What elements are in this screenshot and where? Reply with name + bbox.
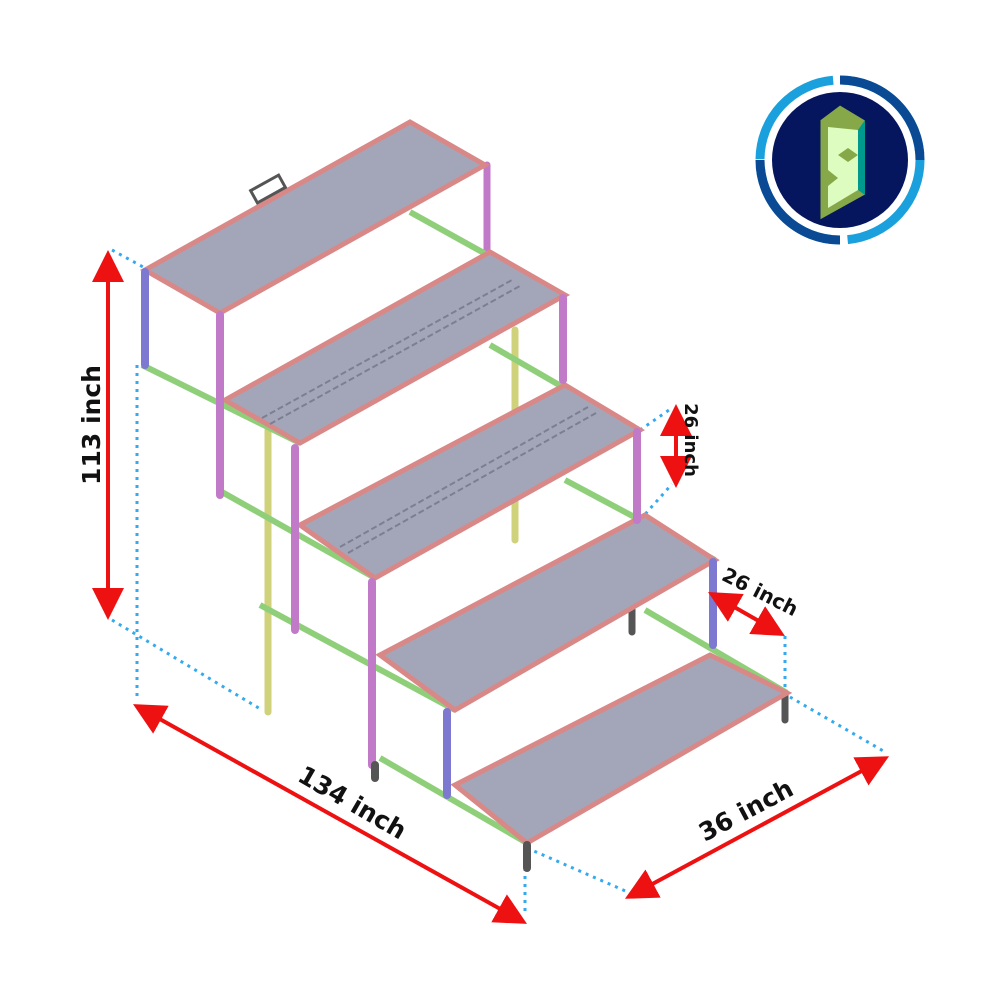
width-arrow (624, 756, 890, 899)
width-label: 36 inch (694, 774, 798, 848)
length-arrow (133, 704, 527, 924)
stair-s-logo-icon (755, 75, 925, 245)
rise-label: 26 inch (680, 403, 701, 477)
deck-1 (139, 119, 491, 316)
dimension-arrows (92, 250, 890, 924)
depth-label: 26 inch (718, 562, 802, 621)
decks (139, 119, 793, 847)
depth-arrow (708, 592, 785, 636)
height-label: 113 inch (77, 365, 106, 485)
